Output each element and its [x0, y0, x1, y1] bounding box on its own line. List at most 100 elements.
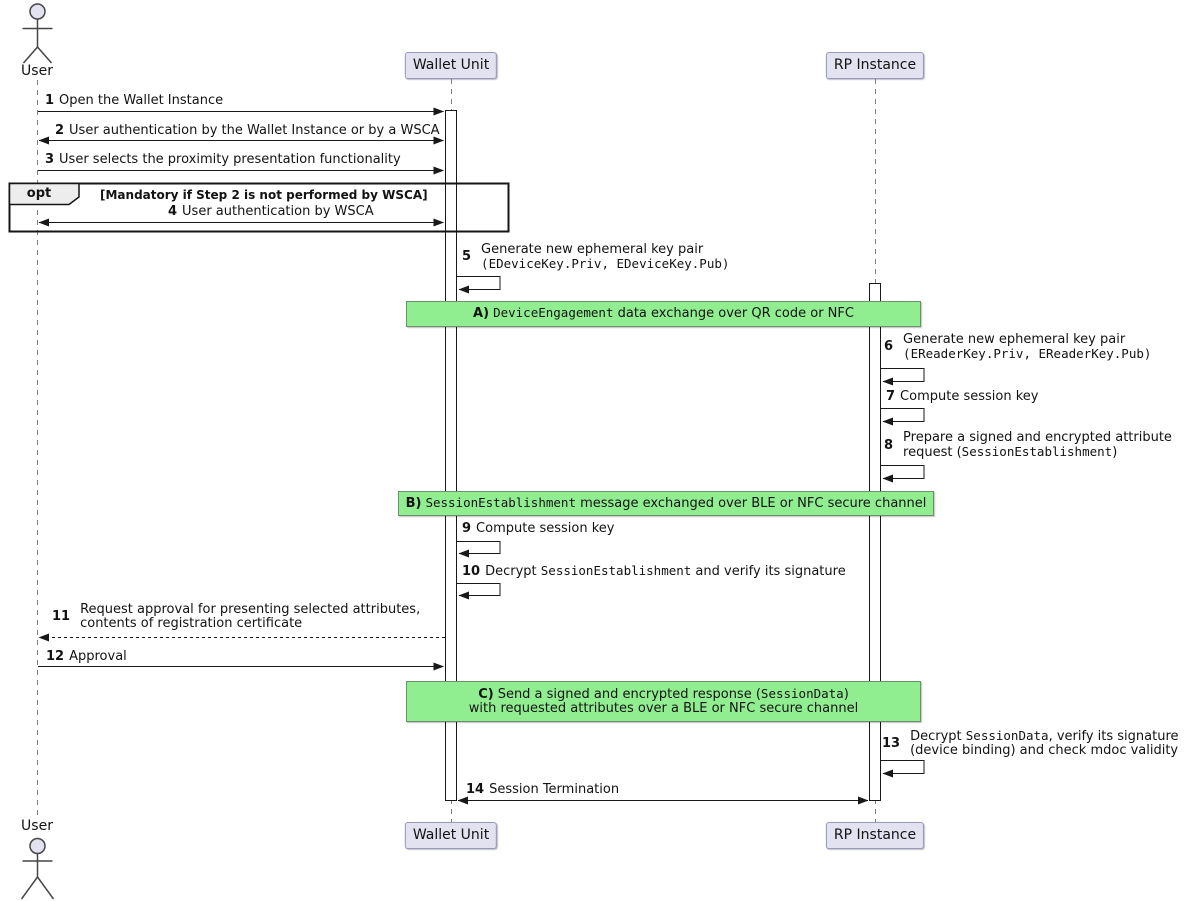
banner-b-text: B)SessionEstablishment message exchanged… [405, 494, 927, 512]
banner-a: A)DeviceEngagement data exchange over QR… [406, 301, 921, 327]
message-6: 6 Generate new ephemeral key pair (ERead… [884, 333, 1151, 361]
activation-rp [869, 283, 881, 801]
participant-wallet-top: Wallet Unit [404, 52, 498, 79]
message-2-text: User authentication by the Wallet Instan… [69, 123, 440, 138]
banner-a-post: data exchange over QR code or NFC [613, 306, 854, 322]
message-12: 12 Approval [46, 650, 127, 664]
message-11-text: Request approval for presenting selected… [80, 603, 420, 631]
message-7: 7 Compute session key [886, 390, 1038, 404]
message-10-pre: Decrypt [485, 564, 541, 579]
message-10: 10 Decrypt SessionEstablishment and verif… [462, 564, 846, 579]
message-12-number: 12 [46, 649, 65, 664]
message-14-text: Session Termination [489, 782, 620, 797]
message-1-number: 1 [45, 93, 55, 108]
message-14: 14 Session Termination [466, 783, 619, 797]
message-14-number: 14 [466, 782, 485, 797]
fragment-tab [8, 182, 80, 206]
actor-leg-right [36, 876, 55, 900]
banner-a-prefix: A) [473, 306, 490, 322]
message-4-number: 4 [168, 204, 178, 219]
banner-c-prefix: C) [478, 686, 494, 702]
message-8-line2: request (SessionEstablishment) [903, 445, 1172, 460]
fragment-operator-label: opt [26, 186, 52, 201]
message-8: 8 Prepare a signed and encrypted attribu… [884, 431, 1172, 460]
actor-leg-left [20, 876, 39, 900]
message-9-text: Compute session key [476, 521, 615, 536]
message-3: 3 User selects the proximity presentation… [45, 153, 401, 167]
message-1: 1 Open the Wallet Instance [45, 94, 223, 108]
banner-b-prefix: B) [405, 495, 422, 511]
banner-b-mono: SessionEstablishment [425, 494, 576, 510]
message-arrows [38, 107, 925, 805]
banner-c-line1-pre: Send a signed and encrypted response ( [497, 686, 761, 702]
message-13-line1-mono: SessionData [965, 728, 1049, 743]
message-8-line2-pre: request ( [903, 445, 962, 460]
message-5-line1: Generate new ephemeral key pair [481, 242, 704, 257]
activation-wallet [445, 110, 457, 801]
message-12-text: Approval [69, 649, 127, 664]
message-10-number: 10 [462, 564, 481, 579]
banner-c: C)Send a signed and encrypted response (… [406, 681, 921, 722]
arrow-message-5-self [456, 276, 501, 294]
arrow-message-7-self [880, 408, 925, 426]
message-10-post: and verify its signature [691, 564, 846, 579]
message-9-number: 9 [462, 521, 472, 536]
activation-bars [445, 110, 881, 801]
message-4-text: User authentication by WSCA [182, 204, 374, 219]
message-8-text: Prepare a signed and encrypted attribute… [903, 431, 1172, 460]
message-9: 9 Compute session key [462, 522, 614, 536]
message-13: 13 Decrypt SessionData, verify its signa… [882, 729, 1179, 758]
opt-fragment-frame [8, 182, 510, 233]
message-2: 2 User authentication by the Wallet Insta… [55, 124, 440, 138]
message-8-line1: Prepare a signed and encrypted attribute [903, 430, 1172, 445]
actor-head [29, 3, 46, 20]
banner-c-line1: C)Send a signed and encrypted response (… [478, 685, 849, 703]
message-13-line1-pre: Decrypt [910, 729, 966, 744]
banner-b: B)SessionEstablishment message exchanged… [398, 491, 934, 516]
message-4: 4 User authentication by WSCA [168, 205, 374, 219]
message-13-line2: (device binding) and check mdoc validity [910, 743, 1179, 758]
message-6-line1: Generate new ephemeral key pair [903, 332, 1126, 347]
participant-wallet-bottom: Wallet Unit [404, 822, 498, 849]
message-5-number: 5 [462, 249, 472, 264]
banner-c-line1-post: ) [843, 686, 849, 702]
banner-a-text: A)DeviceEngagement data exchange over QR… [473, 306, 854, 322]
arrow-message-6-self [880, 368, 925, 386]
message-5: 5 Generate new ephemeral key pair (EDevi… [462, 243, 729, 271]
actor-leg-right [36, 46, 53, 64]
banner-a-mono: DeviceEngagement [493, 305, 614, 321]
participant-rp-bottom: RP Instance [825, 822, 925, 849]
actor-head [29, 837, 46, 855]
arrow-message-13-self [880, 760, 925, 778]
actor-user-top-figure [22, 3, 53, 64]
message-3-number: 3 [45, 152, 55, 167]
message-1-text: Open the Wallet Instance [59, 93, 224, 108]
message-11-line2: contents of registration certificate [80, 616, 303, 631]
participant-rp-top: RP Instance [825, 52, 925, 79]
message-8-number: 8 [884, 437, 894, 453]
actor-user-bottom-figure [20, 837, 55, 900]
fragment-border [8, 182, 510, 233]
arrow-message-8-self [880, 465, 925, 483]
message-6-text: Generate new ephemeral key pair (EReader… [903, 333, 1151, 361]
banner-c-line1-mono: SessionData [760, 685, 844, 701]
message-7-text: Compute session key [900, 389, 1039, 404]
fragment-guard-label: [Mandatory if Step 2 is not performed by… [100, 188, 428, 202]
actor-leg-left [22, 46, 39, 64]
actor-user-top-label: User [21, 63, 53, 79]
message-7-number: 7 [886, 389, 896, 404]
message-13-line1-post: , verify its signature [1048, 729, 1179, 744]
message-11: 11 Request approval for presenting selec… [52, 603, 420, 631]
message-2-number: 2 [55, 123, 65, 138]
actor-user-bottom-label: User [21, 818, 53, 834]
message-13-number: 13 [882, 735, 901, 751]
message-13-line1: Decrypt SessionData, verify its signatur… [910, 729, 1178, 744]
banner-b-post: message exchanged over BLE or NFC secure… [575, 495, 927, 511]
message-10-mono: SessionEstablishment [540, 563, 692, 578]
message-11-line1: Request approval for presenting selected… [80, 602, 421, 617]
message-8-line2-post: ) [1112, 445, 1118, 460]
message-8-line2-mono: SessionEstablishment [961, 444, 1113, 459]
message-3-text: User selects the proximity presentation … [59, 152, 401, 167]
message-6-number: 6 [884, 339, 894, 354]
